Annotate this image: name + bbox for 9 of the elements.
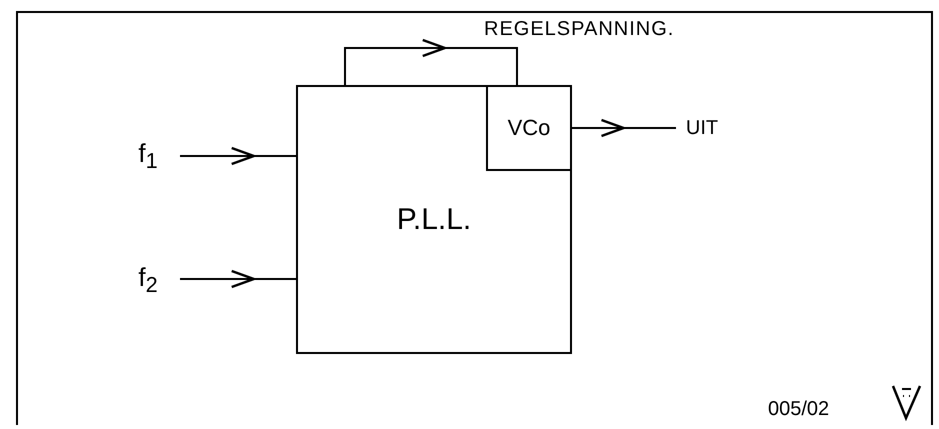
signal-label: f$_{1}$ [138, 138, 158, 174]
signal-label: P.L.L. [396, 202, 472, 236]
drawing-number: 005/02 [768, 398, 830, 421]
signal-label: VCo [508, 115, 550, 141]
signal-label: f$_{2}$ [138, 262, 158, 298]
signal-label: UIT [686, 116, 718, 140]
signal-label: REGELSPANNING. [484, 18, 674, 41]
pll-block [296, 85, 572, 354]
vco-block [486, 85, 572, 171]
